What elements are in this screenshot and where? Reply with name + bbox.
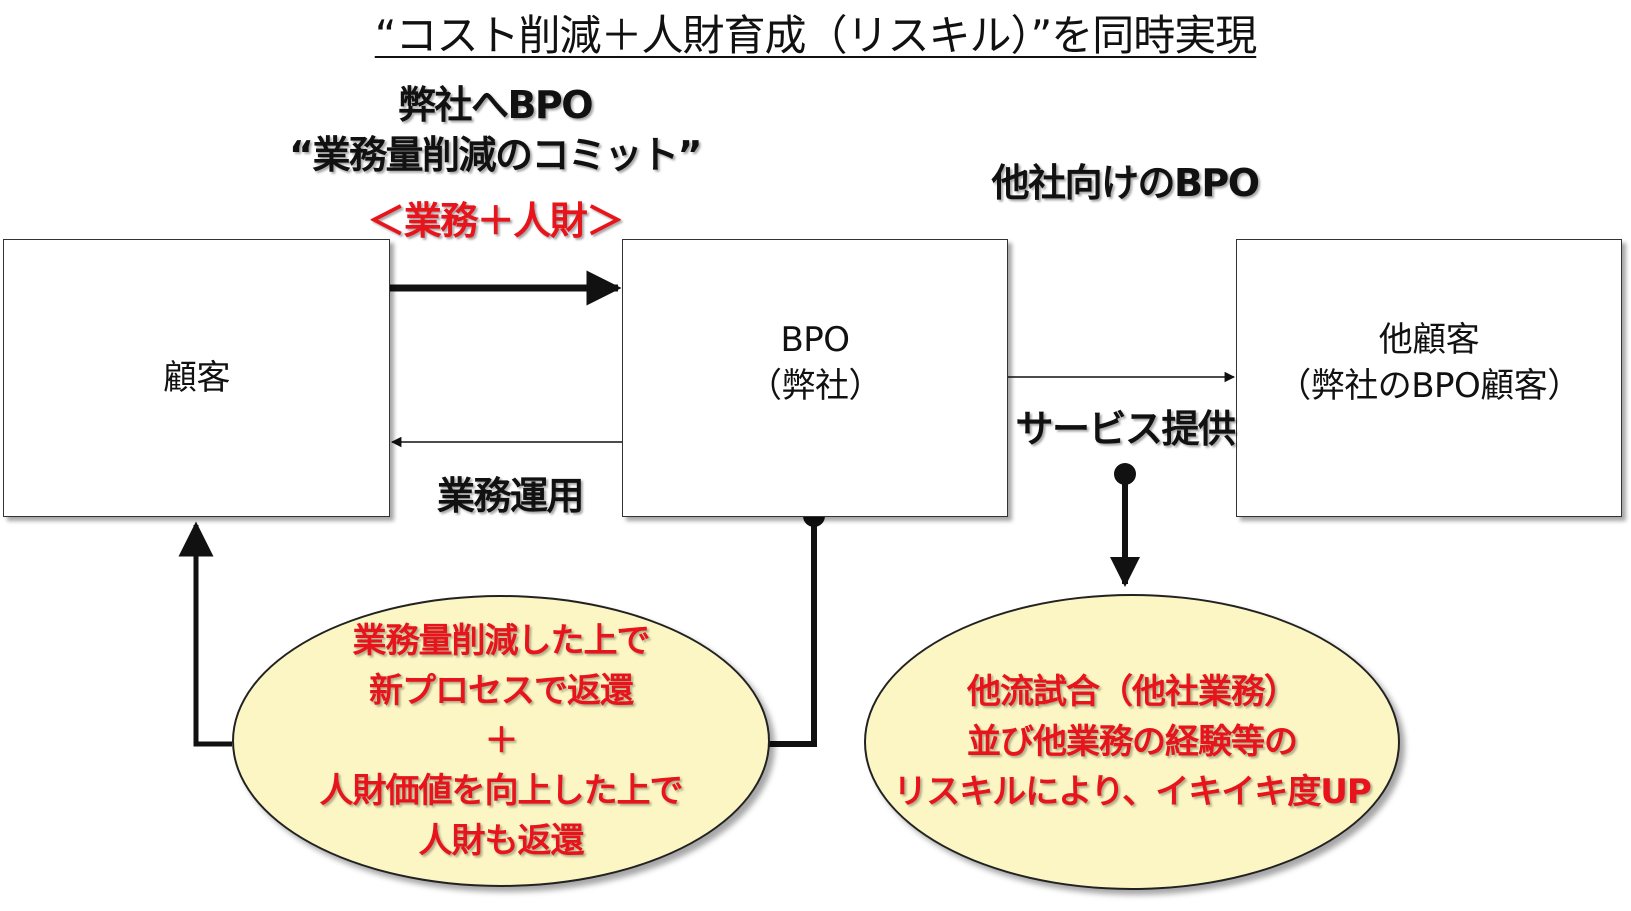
right-ellipse-line1: 他流試合（他社業務） — [967, 672, 1298, 712]
right-ellipse-line2: 並び他業務の経験等の — [967, 722, 1298, 762]
commit-label-line1: 弊社へBPO — [397, 83, 594, 127]
service-label: サービス提供 — [1015, 407, 1236, 451]
left-ellipse-line5: 人財も返還 — [418, 821, 585, 861]
other-customer-label: 他顧客 — [1378, 320, 1480, 360]
left-ellipse-line2: 新プロセスで返還 — [369, 671, 634, 711]
right-ellipse: 他流試合（他社業務） 並び他業務の経験等の リスキルにより、イキイキ度UP — [864, 594, 1400, 890]
other-bpo-label: 他社向けのBPO — [991, 161, 1260, 205]
commit-label-line3: ＜業務＋人財＞ — [367, 199, 624, 243]
commit-label-line2: “業務量削減のコミット” — [289, 133, 702, 177]
diagram-title: “コスト削減＋人財育成（リスキル）”を同時実現 — [374, 11, 1258, 60]
other-customer-box: 他顧客 （弊社のBPO顧客） — [1236, 239, 1622, 517]
bpo-label: BPO — [780, 320, 850, 360]
arrow-left-ellipse-to-customer — [178, 521, 232, 747]
customer-label: 顧客 — [163, 358, 231, 398]
connector-bpo-to-left-ellipse — [766, 516, 817, 747]
customer-box: 顧客 — [3, 239, 390, 517]
left-ellipse-line4: 人財価値を向上した上で — [319, 771, 684, 811]
bpo-sublabel: （弊社） — [748, 366, 883, 406]
left-ellipse-line1: 業務量削減した上で — [352, 621, 651, 661]
left-ellipse-plus: ＋ — [484, 721, 519, 761]
right-ellipse-line3: リスキルにより、イキイキ度UP — [893, 772, 1371, 812]
other-customer-sublabel: （弊社のBPO顧客） — [1277, 366, 1581, 406]
operation-label: 業務運用 — [436, 474, 585, 518]
left-ellipse: 業務量削減した上で 新プロセスで返還 ＋ 人財価値を向上した上で 人財も返還 — [232, 595, 770, 887]
bpo-box: BPO （弊社） — [622, 239, 1008, 517]
